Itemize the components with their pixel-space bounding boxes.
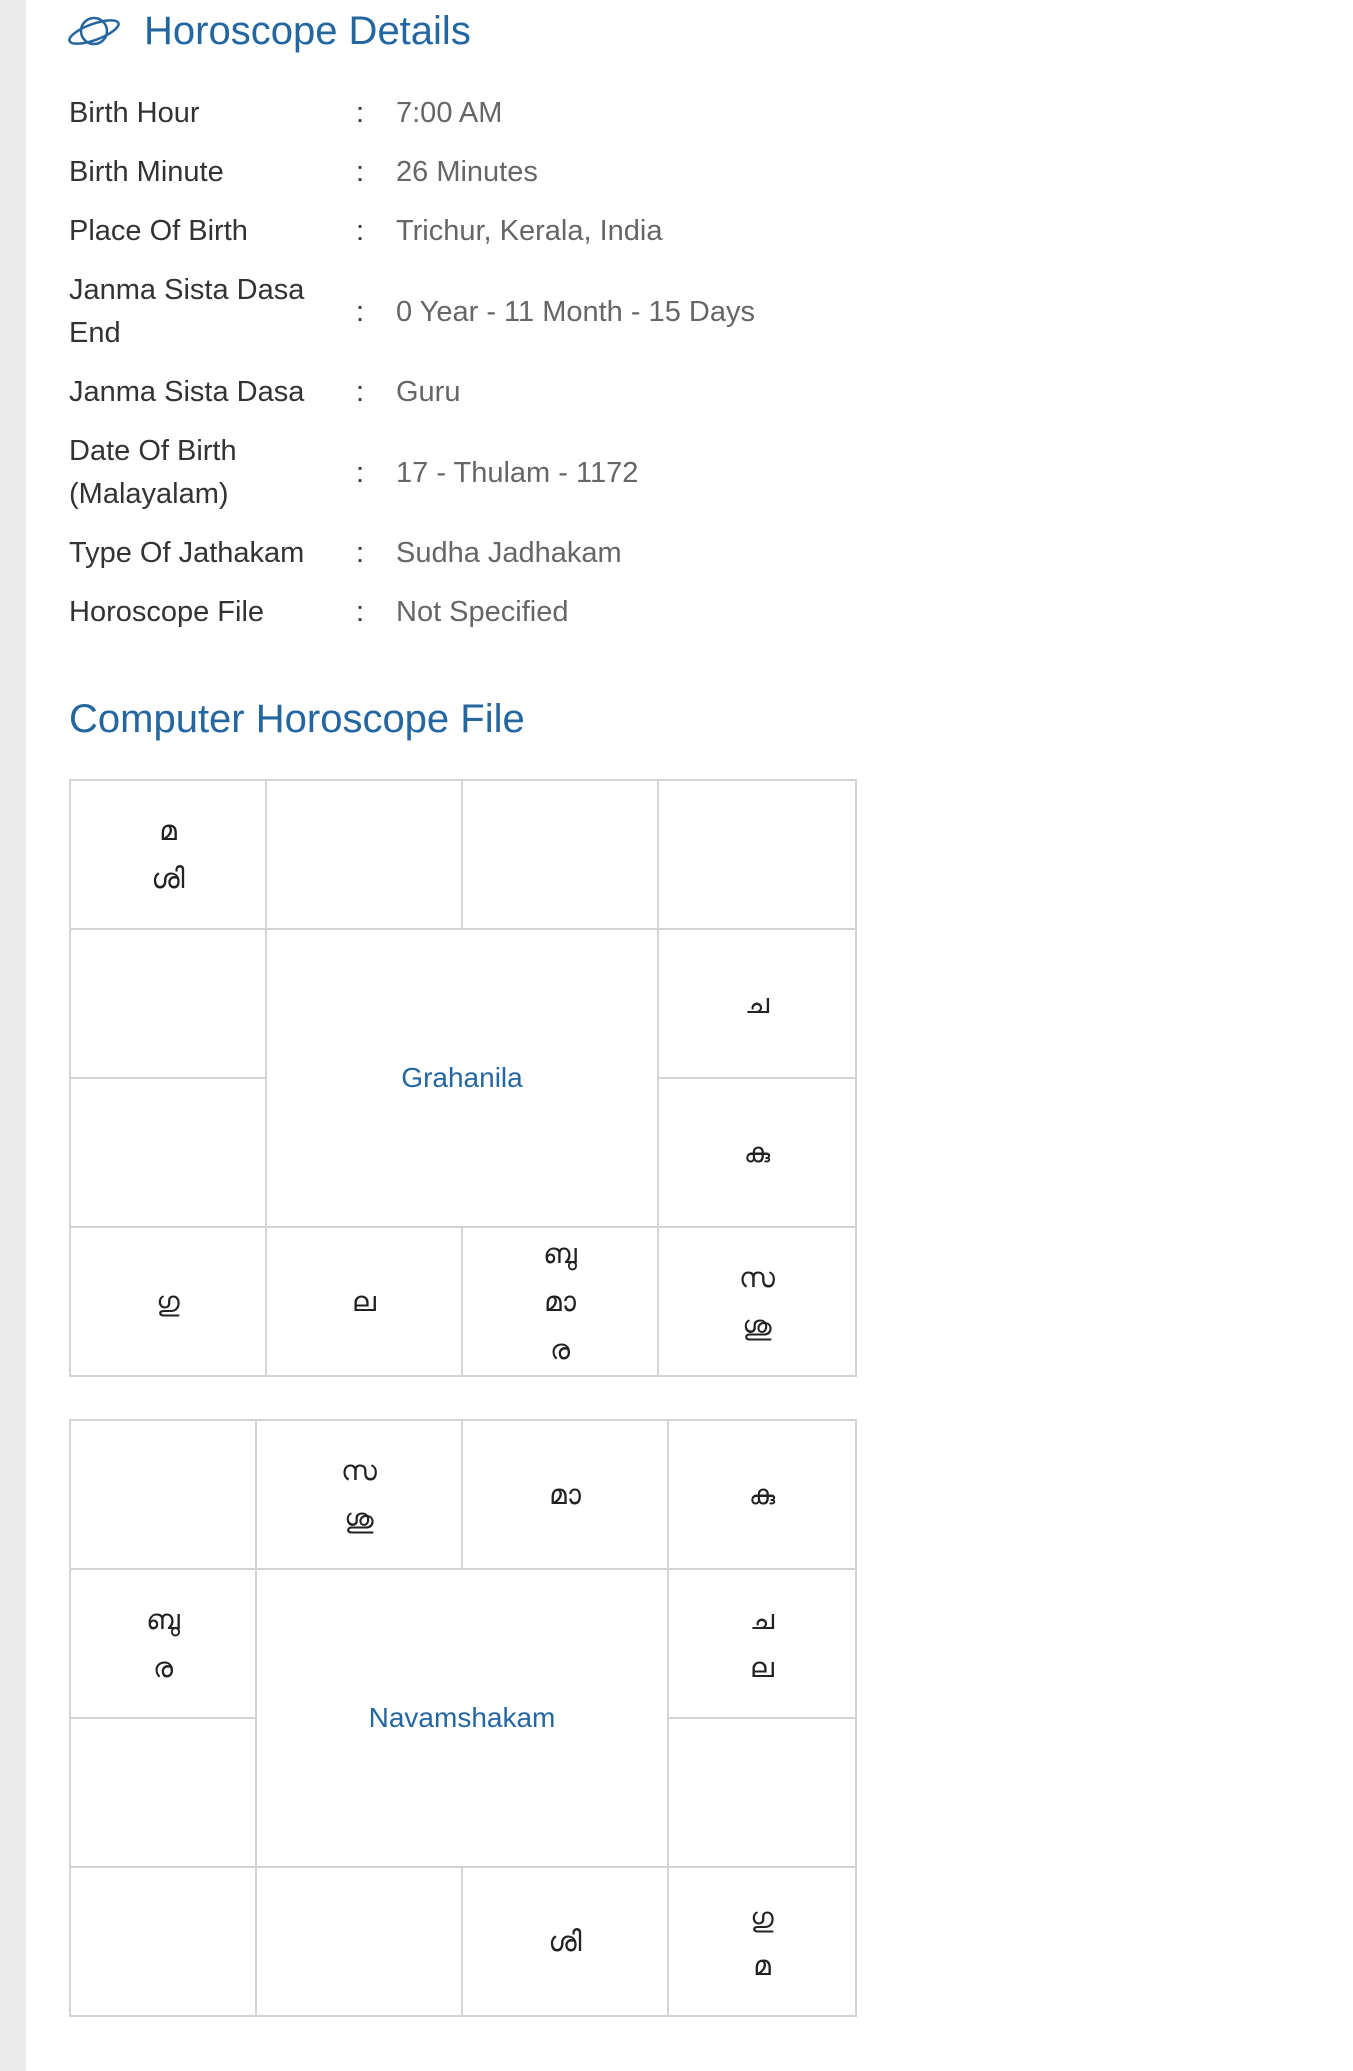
planet-abbreviation: ര [152,1650,174,1684]
chart-cell: ല [265,1226,463,1377]
chart-cell: മാ [461,1419,669,1570]
horoscope-details-header: Horoscope Details [66,4,471,58]
detail-separator: : [355,97,365,129]
chart-cell: ച [657,928,857,1079]
left-gutter [0,0,26,2071]
chart-cell: ബു മാ ര [461,1226,659,1377]
chart-cell: ശി [461,1866,669,2017]
planet-abbreviation: മാ [544,1284,576,1318]
planet-abbreviation: ല [352,1284,376,1318]
chart-cell [69,1866,257,2017]
planet-abbreviation: ച [749,1602,775,1636]
chart-cell: കു [657,1077,857,1228]
detail-label: Date Of Birth (Malayalam) [69,435,237,510]
chart-cell: സ ശു [255,1419,463,1570]
detail-label: Horoscope File [69,596,265,628]
detail-row-horoscope-file: Horoscope File : Not Specified [69,583,969,642]
chart-cell: ഗു മ [667,1866,857,2017]
detail-separator: : [355,456,365,489]
chart-cell [265,779,463,930]
chart-cell: ഗു [69,1226,267,1377]
detail-value: 7:00 AM [396,97,503,129]
detail-value: 26 Minutes [396,156,538,188]
grahanila-chart: മ ശി Grahanila ച കു ഗു ല ബു മാ ര സ ശു [69,779,857,1377]
detail-separator: : [355,215,365,247]
planet-abbreviation: ശു [344,1501,374,1535]
chart-cell [69,1717,257,1868]
detail-row-birth-minute: Birth Minute : 26 Minutes [69,143,969,202]
detail-label: Birth Minute [69,156,224,188]
detail-value: Not Specified [396,596,569,628]
detail-value: 17 - Thulam - 1172 [396,456,639,489]
detail-row-birth-hour: Birth Hour : 7:00 AM [69,84,969,143]
detail-separator: : [355,537,365,569]
detail-row-place-of-birth: Place Of Birth : Trichur, Kerala, India [69,202,969,261]
chart-cell [657,779,857,930]
planet-abbreviation: ബു [543,1236,577,1270]
chart-cell [667,1717,857,1868]
detail-value: Guru [396,376,461,408]
chart-cell: സ ശു [657,1226,857,1377]
planet-icon [68,16,120,46]
planet-abbreviation: കു [743,1135,771,1169]
planet-abbreviation: സ [739,1260,775,1294]
computer-horoscope-file-title: Computer Horoscope File [69,697,525,741]
grahanila-center-label: Grahanila [265,928,659,1228]
detail-value: Trichur, Kerala, India [396,215,663,247]
chart-cell [461,779,659,930]
planet-abbreviation: മ [753,1948,771,1982]
detail-row-date-of-birth-malayalam: Date Of Birth (Malayalam) : 17 - Thulam … [69,422,969,524]
planet-abbreviation: ല [750,1650,774,1684]
detail-row-janma-sista-dasa-end: Janma Sista Dasa End : 0 Year - 11 Month… [69,261,969,363]
detail-separator: : [355,295,365,328]
planet-abbreviation: ച [744,986,770,1020]
detail-value: Sudha Jadhakam [396,537,622,569]
detail-label: Janma Sista Dasa [69,376,305,408]
planet-abbreviation: മാ [549,1477,581,1511]
details-list: Birth Hour : 7:00 AM Birth Minute : 26 M… [69,84,969,642]
chart-cell [69,1419,257,1570]
planet-abbreviation: ഗു [156,1284,180,1318]
detail-separator: : [355,376,365,408]
planet-abbreviation: ശി [548,1924,582,1958]
planet-abbreviation: സ [341,1453,377,1487]
chart-cell [69,1077,267,1228]
detail-row-type-of-jathakam: Type Of Jathakam : Sudha Jadhakam [69,524,969,583]
planet-abbreviation: കു [748,1477,776,1511]
chart-cell: മ ശി [69,779,267,930]
detail-label: Birth Hour [69,97,200,129]
detail-row-janma-sista-dasa: Janma Sista Dasa : Guru [69,363,969,422]
detail-label: Place Of Birth [69,215,248,247]
planet-abbreviation: ഗു [750,1900,774,1934]
chart-cell: കു [667,1419,857,1570]
navamshakam-center-label: Navamshakam [255,1568,669,1868]
detail-value: 0 Year - 11 Month - 15 Days [396,295,755,328]
section-title: Horoscope Details [144,9,471,53]
detail-separator: : [355,596,365,628]
chart-cell: ബു ര [69,1568,257,1719]
detail-separator: : [355,156,365,188]
detail-label: Type Of Jathakam [69,537,305,569]
planet-abbreviation: ര [549,1332,571,1366]
planet-abbreviation: മ [159,813,177,847]
planet-abbreviation: ശു [742,1308,772,1342]
planet-abbreviation: ശി [151,861,185,895]
planet-abbreviation: ബു [146,1602,180,1636]
chart-cell [69,928,267,1079]
detail-label: Janma Sista Dasa End [69,274,305,349]
chart-cell [255,1866,463,2017]
